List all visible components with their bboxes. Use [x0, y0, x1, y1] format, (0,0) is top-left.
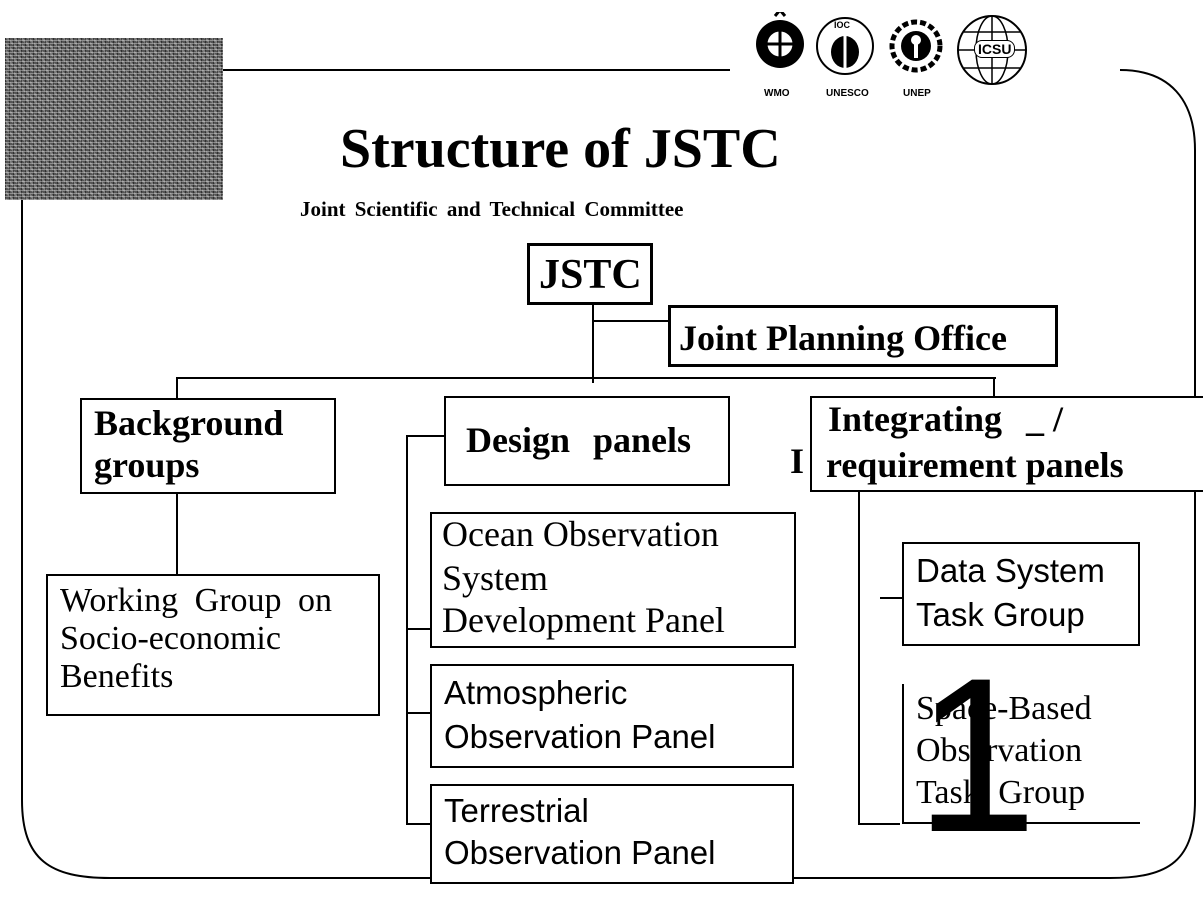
design-panels-box: Design panels — [444, 396, 730, 486]
data-system-task-group-box: Data System Task Group — [902, 542, 1140, 646]
page-title: Structure of JSTC — [340, 118, 781, 180]
data-system-line1: Data System — [916, 552, 1105, 589]
integrating-panels-box: Integrating _ / requirement panels — [810, 396, 1203, 492]
unesco-label: UNESCO — [826, 88, 869, 99]
jstc-box: JSTC — [527, 243, 653, 305]
integrating-mark: _ / — [1026, 399, 1064, 439]
sponsor-logos: WMO IOC UNESCO UNEP ICSU — [730, 0, 1130, 110]
terrestrial-line1: Terrestrial — [444, 792, 589, 829]
icsu-label: ICSU — [974, 40, 1016, 58]
ioc-label: IOC — [834, 20, 851, 30]
background-groups-line1: Background — [94, 403, 284, 443]
working-group-line1: Working Group on — [60, 582, 333, 619]
corner-dither-image — [5, 38, 223, 200]
ocean-line2: System — [442, 558, 549, 598]
ocean-observation-panel-box: Ocean Observation System Development Pan… — [430, 512, 796, 648]
working-group-line2: Socio-economic — [60, 620, 281, 657]
space-based-task-group-box: Space-Based Observation Task Group — [902, 684, 1140, 824]
terrestrial-line2: Observation Panel — [444, 834, 716, 871]
page-subtitle: Joint Scientific and Technical Committee — [300, 197, 684, 221]
page-number: 1 — [915, 632, 1038, 878]
working-group-box: Working Group on Socio-economic Benefits — [46, 574, 380, 716]
wmo-logo-icon — [756, 12, 804, 68]
working-group-line3: Benefits — [60, 658, 174, 695]
ioc-logo-icon — [816, 17, 874, 75]
space-based-line3: Task Group — [916, 774, 1086, 811]
background-groups-box: Background groups — [80, 398, 336, 494]
integrating-line2: requirement panels — [826, 445, 1124, 485]
atmospheric-line1: Atmospheric — [444, 674, 628, 711]
space-based-line1: Space-Based — [916, 690, 1092, 727]
design-panels-label: Design panels — [466, 420, 692, 460]
integrating-line1: Integrating — [828, 399, 1002, 439]
atmospheric-line2: Observation Panel — [444, 718, 716, 755]
jstc-label: JSTC — [539, 252, 642, 298]
terrestrial-observation-panel-box: Terrestrial Observation Panel — [430, 784, 794, 884]
joint-planning-office-box: Joint Planning Office — [668, 305, 1058, 367]
ocean-line1: Ocean Observation — [442, 514, 719, 554]
data-system-line2: Task Group — [916, 596, 1085, 633]
unep-logo-icon — [889, 19, 943, 73]
space-based-line2: Observation — [916, 732, 1083, 769]
joint-planning-office-label: Joint Planning Office — [679, 318, 1008, 358]
atmospheric-observation-panel-box: Atmospheric Observation Panel — [430, 664, 794, 768]
background-groups-line2: groups — [94, 445, 200, 485]
integrating-stray-mark: I — [790, 441, 805, 481]
unep-label: UNEP — [903, 88, 931, 99]
wmo-label: WMO — [764, 88, 790, 99]
ocean-line3: Development Panel — [442, 600, 725, 640]
